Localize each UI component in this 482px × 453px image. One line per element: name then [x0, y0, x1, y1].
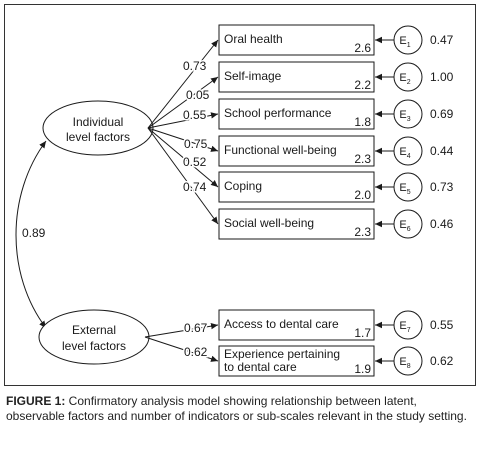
sem-diagram: 0.89 Individual level factors External l… — [15, 24, 454, 377]
error-label: E6 — [399, 219, 410, 233]
indicator-count: 2.3 — [354, 152, 371, 166]
figure-frame — [4, 4, 476, 386]
indicator-label: Access to dental care — [224, 317, 339, 331]
indicator-count: 2.0 — [354, 188, 371, 202]
loading-arrow — [147, 112, 219, 129]
indicator-box — [218, 24, 375, 56]
error-variance: 1.00 — [430, 70, 454, 84]
indicator-box — [218, 309, 375, 341]
indicator-count: 2.3 — [354, 225, 371, 239]
indicator-box — [218, 208, 375, 240]
error-label: E2 — [399, 72, 410, 86]
error-circle — [393, 25, 423, 55]
loading-label: 0.05 — [186, 88, 210, 102]
error-variance: 0.73 — [430, 180, 454, 194]
indicator-count: 1.7 — [354, 326, 371, 340]
loading-label: 0.62 — [184, 345, 208, 359]
error-circle — [393, 209, 423, 239]
loading-label: 0.75 — [184, 137, 208, 151]
loading-arrow — [147, 39, 219, 129]
error-circle — [393, 99, 423, 129]
loading-arrow — [147, 76, 219, 129]
latent-external-level-factors: External level factors — [38, 309, 150, 365]
indicator-label: Coping — [224, 179, 262, 193]
loading-arrow — [144, 322, 219, 338]
latent-external-label-line-1: External — [72, 323, 116, 337]
loading-arrow — [147, 127, 219, 225]
error-circle — [393, 62, 423, 92]
error-variance: 0.46 — [430, 217, 454, 231]
indicator-box — [218, 135, 375, 167]
correlation-label: 0.89 — [22, 226, 46, 240]
indicator-7: Access to dental care 1.7 0.67 E7 0.55 — [144, 309, 454, 341]
loading-label: 0.73 — [183, 59, 207, 73]
error-label: E3 — [399, 109, 410, 123]
loading-arrow — [147, 127, 219, 188]
error-label: E8 — [399, 356, 410, 370]
indicator-box — [218, 345, 375, 377]
indicator-count: 1.9 — [354, 362, 371, 376]
error-circle — [393, 136, 423, 166]
error-circle — [393, 346, 423, 376]
indicator-label: Experience pertaining — [224, 347, 340, 361]
error-variance: 0.47 — [430, 33, 454, 47]
indicator-label: to dental care — [224, 360, 297, 374]
indicator-box — [218, 61, 375, 93]
error-circle — [393, 172, 423, 202]
loading-label: 0.74 — [183, 180, 207, 194]
error-label: E7 — [399, 320, 410, 334]
indicator-count: 1.8 — [354, 115, 371, 129]
figure-caption: FIGURE 1: Confirmatory analysis model sh… — [6, 394, 476, 424]
indicator-count: 2.6 — [354, 41, 371, 55]
error-circle — [393, 310, 423, 340]
loading-arrow — [144, 336, 219, 362]
indicator-count: 2.2 — [354, 78, 371, 92]
error-variance: 0.55 — [430, 318, 454, 332]
correlation-arrow — [15, 140, 47, 329]
indicator-label: Social well-being — [224, 216, 314, 230]
latent-individual-label-line-2: level factors — [66, 130, 130, 144]
figure-caption-text: Confirmatory analysis model showing rela… — [6, 394, 467, 423]
loading-label: 0.55 — [183, 108, 207, 122]
loading-arrow — [147, 127, 219, 152]
loading-label: 0.67 — [184, 321, 208, 335]
indicator-box — [218, 171, 375, 203]
error-label: E4 — [399, 146, 410, 160]
indicator-2: Self-image 2.2 0.05 E2 1.00 — [147, 61, 454, 129]
indicator-label: Self-image — [224, 69, 282, 83]
indicator-box — [218, 98, 375, 130]
loading-label: 0.52 — [183, 155, 207, 169]
indicator-label: Functional well-being — [224, 143, 337, 157]
latent-individual-level-factors: Individual level factors — [42, 100, 154, 156]
latent-individual-label-line-1: Individual — [73, 115, 124, 129]
error-variance: 0.62 — [430, 354, 454, 368]
indicator-label: Oral health — [224, 32, 283, 46]
error-variance: 0.44 — [430, 144, 454, 158]
figure-caption-label: FIGURE 1: — [6, 394, 66, 408]
error-label: E5 — [399, 182, 410, 196]
indicator-label: School performance — [224, 106, 332, 120]
latent-external-label-line-2: level factors — [62, 339, 126, 353]
indicator-3: School performance 1.8 0.55 E3 0.69 — [147, 98, 454, 130]
error-variance: 0.69 — [430, 107, 454, 121]
indicator-1: Oral health 2.6 0.73 E1 0.47 — [147, 24, 454, 129]
error-label: E1 — [399, 35, 410, 49]
